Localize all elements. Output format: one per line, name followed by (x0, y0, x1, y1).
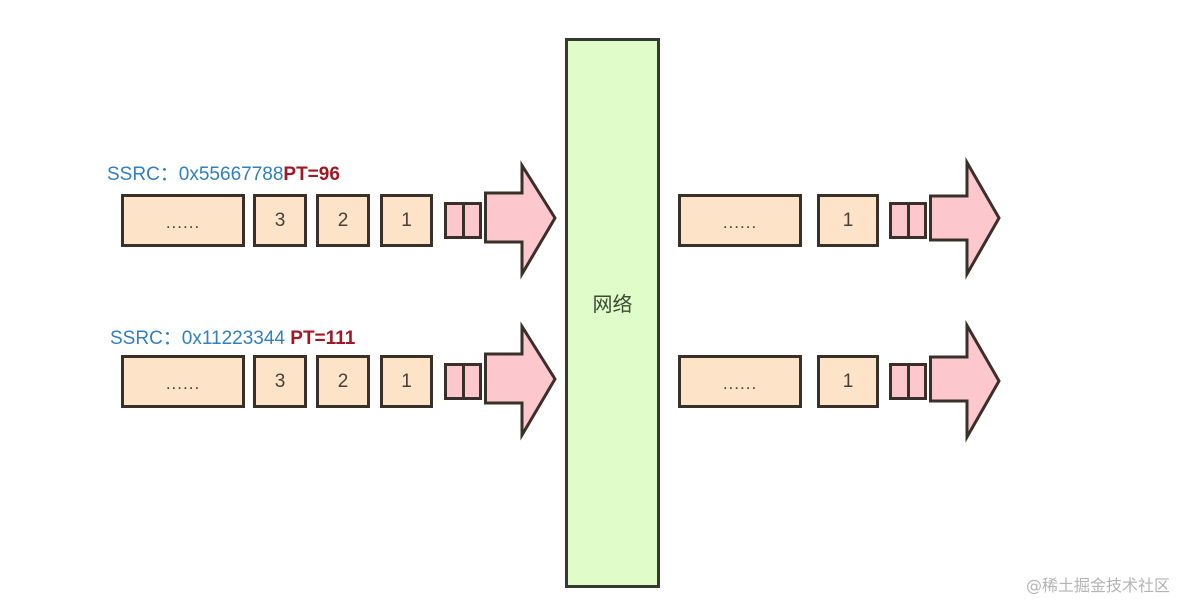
stream-1-arrow-icon (484, 160, 557, 280)
stream-2-pt: PT=111 (290, 328, 356, 349)
stream-2-ssrc-label: SSRC： (110, 328, 182, 349)
stream-2-header-block (444, 363, 482, 400)
stream-2-packet-ellipsis: ...... (121, 355, 245, 408)
stream-2-packet-3: 3 (253, 355, 307, 408)
output-1-header-block (889, 202, 927, 239)
stream-1-packet-2: 2 (316, 194, 370, 247)
stream-1-label: SSRC：0x55667788PT=96 (107, 164, 340, 186)
stream-2-label: SSRC：0x11223344 PT=111 (110, 328, 355, 350)
output-2-packet-1: 1 (817, 355, 879, 408)
network-label: 网络 (592, 291, 633, 316)
stream-1-packet-ellipsis: ...... (121, 194, 245, 247)
network-box: 网络 (565, 38, 660, 588)
output-2-arrow-icon (929, 319, 1001, 443)
stream-2-packet-2: 2 (316, 355, 370, 408)
stream-2-ssrc-value: 0x11223344 (181, 328, 285, 349)
output-2-header-block (889, 363, 927, 400)
stream-1-packet-1: 1 (380, 194, 433, 247)
output-1-packet-1: 1 (817, 194, 879, 247)
watermark: @稀土掘金技术社区 (1025, 576, 1170, 595)
stream-2-packet-1: 1 (380, 355, 433, 408)
stream-1-header-block (444, 202, 482, 239)
output-1-arrow-icon (929, 156, 1001, 280)
stream-2-arrow-icon (484, 321, 557, 441)
output-1-packet-ellipsis: ...... (678, 194, 802, 247)
output-2-packet-ellipsis: ...... (678, 355, 802, 408)
stream-1-packet-3: 3 (253, 194, 307, 247)
stream-1-ssrc-value: 0x55667788 (178, 164, 284, 185)
stream-1-pt: PT=96 (283, 164, 340, 185)
stream-1-ssrc-label: SSRC： (107, 164, 179, 185)
